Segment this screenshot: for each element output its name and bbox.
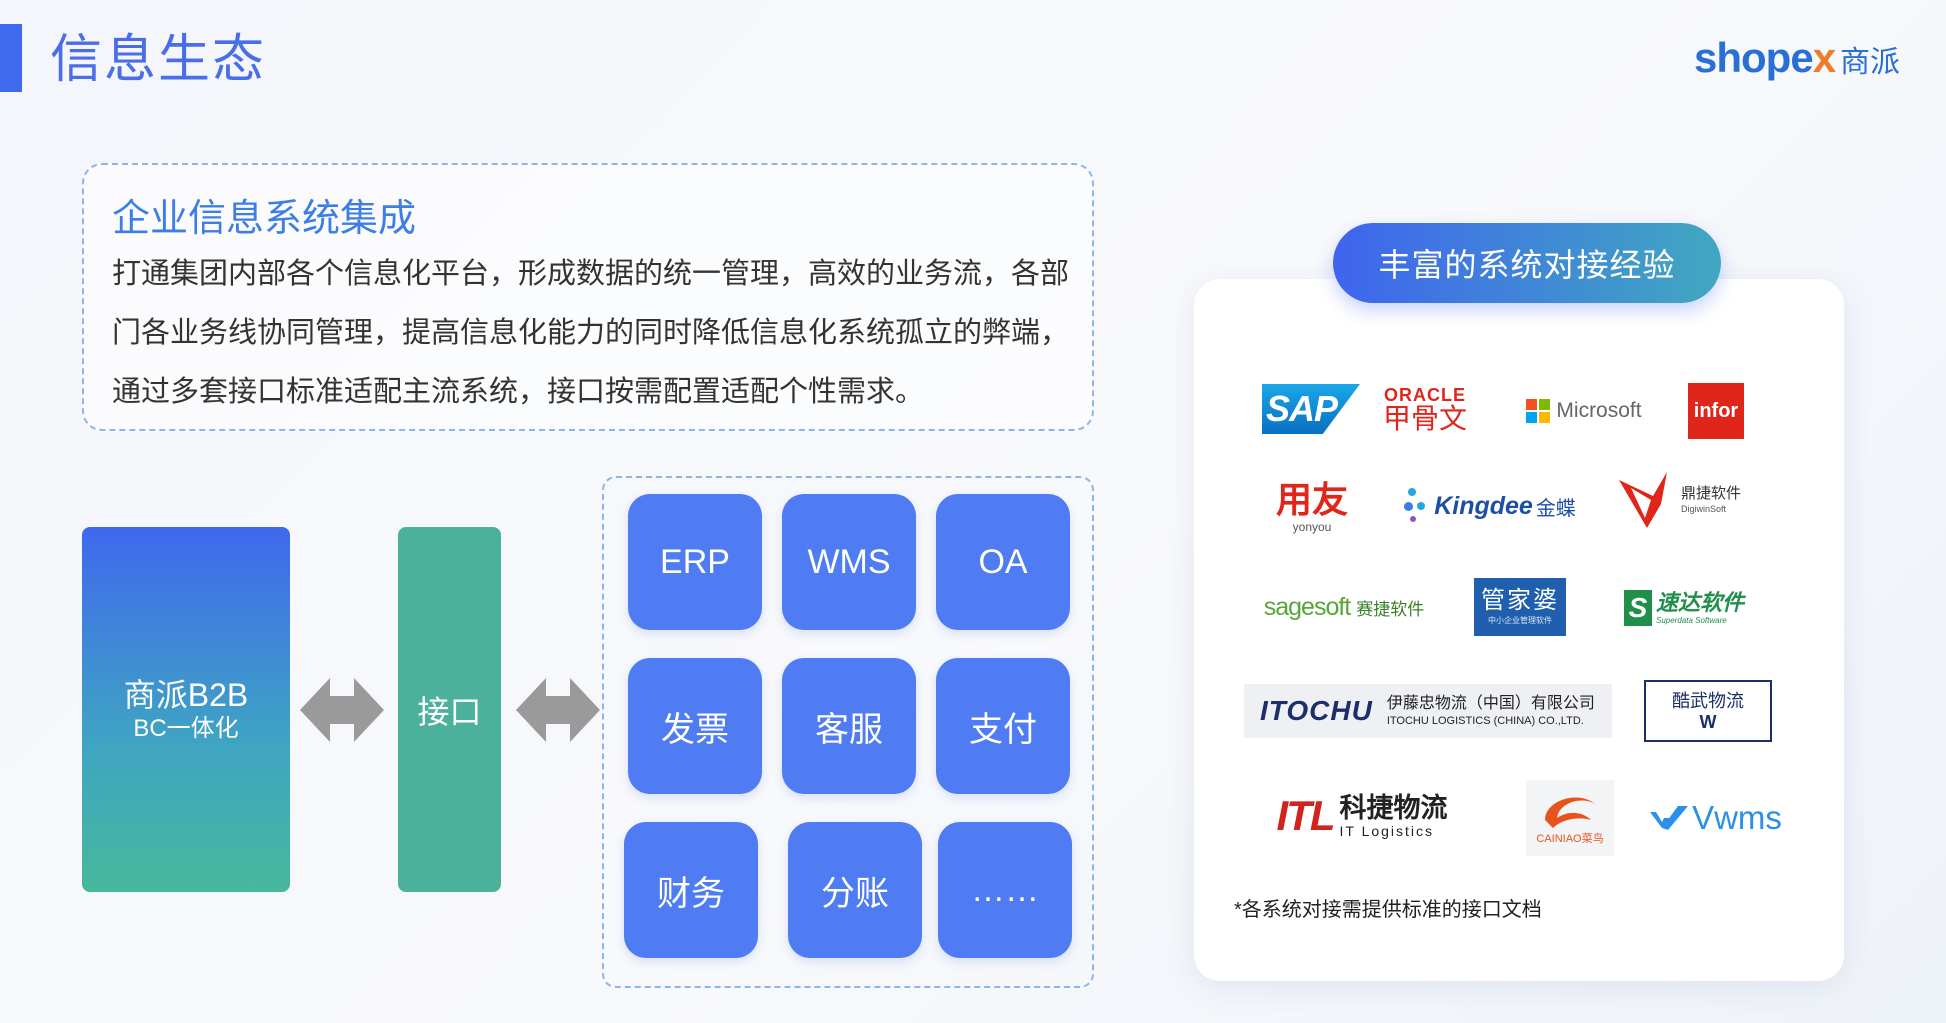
kuwu-logo-text: 酷武物流 [1672, 691, 1744, 711]
cainiao-logo-text: CAINIAO菜鸟 [1536, 833, 1604, 845]
sap-logo-text: SAP [1266, 388, 1338, 429]
system-tile-finance: 财务 [624, 822, 758, 958]
oracle-logo-en: ORACLE [1384, 385, 1466, 405]
intro-text: 打通集团内部各个信息化平台，形成数据的统一管理，高效的业务流，各部门各业务线协同… [112, 258, 1070, 408]
kuwu-logo: 酷武物流 W [1644, 680, 1772, 742]
itochu-logo-en: ITOCHU [1260, 695, 1373, 726]
superdata-logo: S 速达软件 Superdata Software [1616, 586, 1752, 630]
itochu-logo-sub: ITOCHU LOGISTICS (CHINA) CO.,LTD. [1386, 715, 1584, 727]
b2b-platform-box: 商派B2B BC一体化 [82, 527, 290, 892]
oracle-logo: ORACLE 甲骨文 [1378, 384, 1472, 436]
dingjie-logo-en: DigiwinSoft [1680, 504, 1727, 514]
kuwu-w-icon: W [1699, 712, 1717, 732]
guanjiapo-logo: 管家婆 中小企业管理软件 [1474, 578, 1566, 636]
kingdee-logo-cn: 金蝶 [1535, 497, 1576, 520]
cainiao-swoosh-icon [1545, 797, 1595, 828]
itl-logo-mark: ITL [1276, 792, 1336, 839]
infor-logo-text: infor [1693, 399, 1739, 422]
vwms-check-icon [1650, 806, 1689, 830]
footnote: *各系统对接需提供标准的接口文档 [1234, 899, 1542, 921]
infor-logo: infor [1688, 383, 1744, 439]
b2b-platform-subtitle: BC一体化 [133, 714, 239, 742]
microsoft-logo: Microsoft [1522, 394, 1646, 428]
microsoft-windows-icon [1526, 399, 1551, 423]
guanjiapo-logo-sub: 中小企业管理软件 [1488, 616, 1552, 625]
system-tile-oa: OA [936, 494, 1070, 630]
itl-logo: ITL 科捷物流 IT Logistics [1250, 786, 1474, 846]
double-arrow-icon [300, 674, 384, 746]
kingdee-logo-en: Kingdee [1434, 491, 1533, 520]
b2b-platform-name: 商派B2B [123, 676, 249, 713]
guanjiapo-logo-cn: 管家婆 [1481, 587, 1559, 614]
yonyou-logo-cn: 用友 [1275, 479, 1348, 520]
system-tile-invoice: 发票 [628, 658, 762, 794]
intro-heading: 企业信息系统集成 [112, 198, 417, 240]
vwms-logo-text: Vwms [1692, 799, 1782, 836]
sagesoft-logo: sagesoft 赛捷软件 [1258, 590, 1430, 624]
yonyou-logo: 用友 yonyou [1270, 478, 1354, 536]
oracle-logo-cn: 甲骨文 [1382, 403, 1467, 434]
brand-logo-x: x [1812, 34, 1837, 81]
system-tile-wms: WMS [782, 494, 916, 630]
dingjie-logo-cn: 鼎捷软件 [1680, 485, 1741, 502]
kingdee-dots-icon [1404, 486, 1430, 526]
dingjie-logo: 鼎捷软件 DigiwinSoft [1612, 468, 1746, 532]
microsoft-logo-text: Microsoft [1556, 399, 1642, 422]
dingjie-wing-icon [1618, 472, 1667, 528]
title-accent-bar [0, 24, 22, 92]
system-tile-payment: 支付 [936, 658, 1070, 794]
system-tile-customer-service: 客服 [782, 658, 916, 794]
itl-logo-en: IT Logistics [1339, 823, 1435, 839]
intro-card: 企业信息系统集成 打通集团内部各个信息化平台，形成数据的统一管理，高效的业务流，… [82, 163, 1094, 431]
vwms-logo: Vwms [1634, 798, 1796, 838]
brand-logo-shop: shope [1694, 34, 1814, 81]
system-tile-more: …… [938, 822, 1072, 958]
sap-logo: SAP [1262, 384, 1360, 434]
brand-logo-cn: 商派 [1840, 46, 1901, 79]
system-tile-split-account: 分账 [788, 822, 922, 958]
api-box: 接口 [398, 527, 501, 892]
superdata-logo-en: Superdata Software [1655, 616, 1727, 625]
superdata-logo-cn: 速达软件 [1655, 590, 1744, 615]
yonyou-logo-en: yonyou [1292, 520, 1332, 534]
itl-logo-cn: 科捷物流 [1339, 793, 1448, 823]
kingdee-logo: Kingdee 金蝶 [1394, 480, 1586, 532]
superdata-s-icon: S [1623, 590, 1652, 626]
cainiao-logo: CAINIAO菜鸟 [1526, 780, 1614, 856]
sagesoft-logo-en: sagesoft [1263, 592, 1352, 621]
double-arrow-icon [516, 674, 600, 746]
itochu-logo: ITOCHU 伊藤忠物流（中国）有限公司 ITOCHU LOGISTICS (C… [1244, 684, 1612, 738]
page-title: 信息生态 [50, 31, 267, 89]
experience-title: 丰富的系统对接经验 [1333, 223, 1721, 303]
systems-frame [602, 476, 1094, 988]
system-tile-erp: ERP [628, 494, 762, 630]
itochu-logo-cn: 伊藤忠物流（中国）有限公司 [1386, 695, 1595, 712]
sagesoft-logo-cn: 赛捷软件 [1356, 599, 1425, 619]
